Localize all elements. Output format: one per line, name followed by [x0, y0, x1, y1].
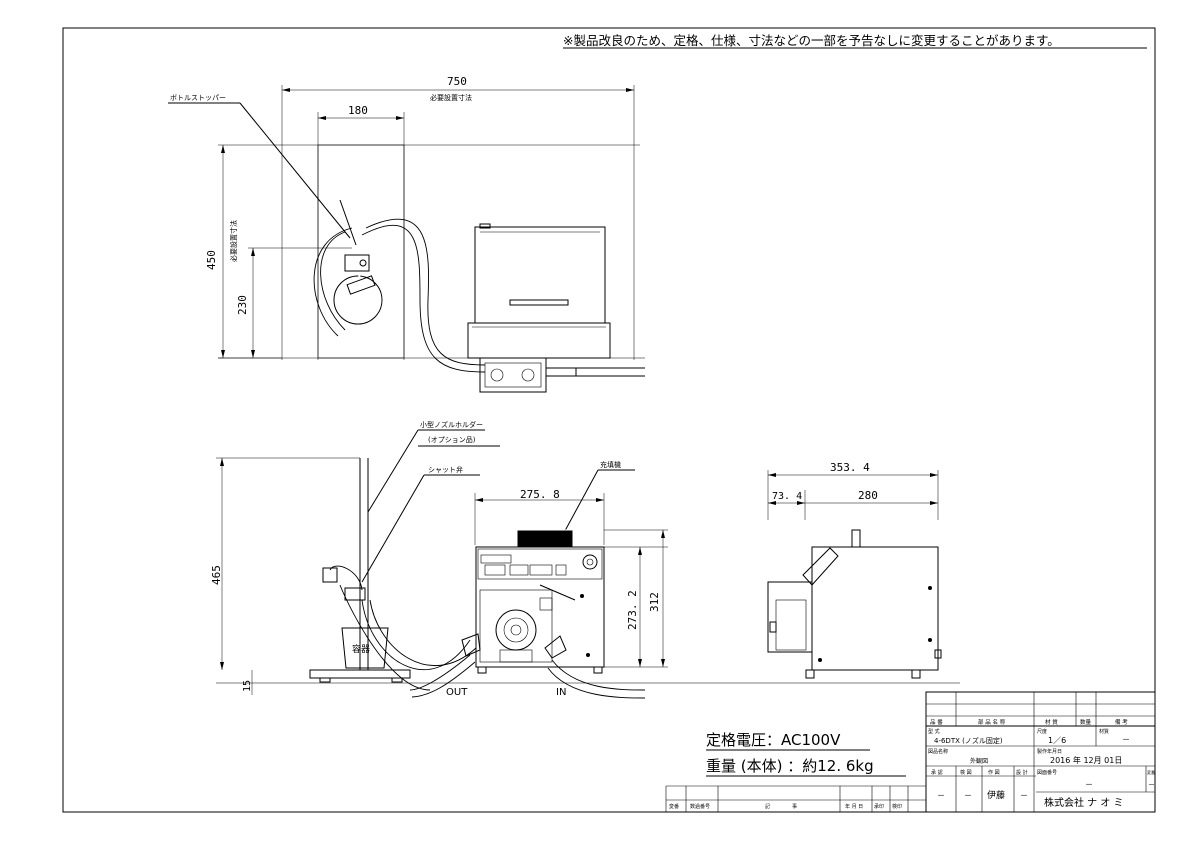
dim-15: 15 [242, 680, 253, 692]
dim-275-8: 275. 8 [520, 488, 560, 501]
dim-312: 312 [648, 592, 661, 612]
dim-280: 280 [858, 489, 878, 502]
dim-230: 230 [236, 295, 249, 315]
svg-text:事: 事 [792, 803, 797, 810]
svg-text:記: 記 [765, 803, 770, 810]
dim-750-caption: 必要設置寸法 [430, 93, 472, 102]
tb-scale-label: 尺度 [1037, 728, 1047, 735]
dim-450: 450 [205, 250, 218, 270]
tb-scale: 1／6 [1048, 736, 1066, 745]
tb-model-label: 型 式 [928, 728, 940, 735]
dim-73-4: 73. 4 [772, 491, 802, 502]
tb-check-header: 検 図 [960, 769, 972, 776]
tb-drawing-name-label: 図品名称 [928, 748, 948, 755]
tb-note-header: 備 考 [1115, 718, 1128, 726]
dim-750: 750 [447, 75, 467, 88]
tb-drawing-no: － [1085, 780, 1093, 789]
tb-drawing-name: 外観図 [970, 757, 988, 765]
label-bottle-stopper: ボトルストッパー [170, 94, 226, 102]
label-shut-valve: シャット弁 [428, 465, 463, 474]
spec-voltage: 定格電圧：AC100V [706, 731, 841, 749]
tb-material-header: 材 質 [1045, 718, 1058, 726]
dim-353-4: 353. 4 [830, 461, 870, 474]
tb-material-label: 材質 [1099, 728, 1109, 735]
title-block: 品 番 部 品 名 称 材 質 数量 備 考 型 式 4-6DTX (ノズル固定… [925, 691, 1156, 813]
top-view: 750 必要設置寸法 180 450 必要設置寸法 230 ボトルストッパー [168, 75, 645, 393]
label-holder-option: (オプション品) [428, 436, 476, 444]
tb-rev: － [1148, 781, 1155, 789]
tb-draw-header: 作 図 [988, 769, 1000, 776]
revision-table: 変番 数過番号 記 事 年 月 日 承印 検印 [665, 785, 926, 812]
spec-weight: 重量 (本体) ：約12. 6kg [706, 757, 874, 775]
tb-check: － [964, 791, 972, 800]
dim-450-caption: 必要設置寸法 [229, 220, 238, 262]
dim-273-2: 273. 2 [626, 590, 639, 630]
tb-rev-label: 変番 [1147, 769, 1155, 775]
tb-drawing-no-label: 図面番号 [1037, 769, 1057, 776]
label-nozzle-holder: 小型ノズルホルダー [420, 420, 483, 429]
svg-text:検印: 検印 [892, 803, 902, 810]
tb-model: 4-6DTX (ノズル固定) [934, 736, 1003, 745]
dim-465: 465 [210, 565, 223, 585]
tb-approve: － [937, 791, 945, 800]
sheet-border [62, 27, 1156, 813]
svg-text:変番: 変番 [669, 803, 679, 810]
label-container: 容器 [352, 643, 370, 655]
svg-text:数過番号: 数過番号 [690, 803, 710, 810]
tb-material: － [1122, 735, 1130, 744]
tb-name-header: 部 品 名 称 [978, 718, 1006, 726]
tb-company: 株式会社 ナ オ ミ [1044, 796, 1124, 809]
label-in: IN [556, 687, 566, 698]
tb-date-label: 製作年月日 [1037, 748, 1062, 755]
tb-approve-header: 承 認 [931, 769, 943, 776]
front-view: 小型ノズルホルダー (オプション品) シャット弁 465 15 容器 [210, 420, 960, 699]
label-out: OUT [446, 687, 468, 698]
tb-item-header: 品 番 [930, 719, 943, 726]
side-view: 353. 4 73. 4 280 [767, 461, 942, 679]
svg-text:承印: 承印 [874, 803, 884, 810]
notice-text: ※製品改良のため、定格、仕様、寸法などの一部を予告なしに変更することがあります。 [563, 33, 1060, 48]
dim-180: 180 [348, 104, 368, 117]
svg-text:年 月 日: 年 月 日 [845, 803, 863, 810]
tb-design: － [1020, 791, 1028, 800]
tb-date: 2016 年 12月 01日 [1050, 755, 1122, 765]
label-filler: 充填機 [600, 460, 621, 469]
tb-draw: 伊藤 [987, 789, 1005, 801]
tb-qty-header: 数量 [1080, 718, 1092, 726]
tb-design-header: 設 計 [1016, 769, 1028, 776]
